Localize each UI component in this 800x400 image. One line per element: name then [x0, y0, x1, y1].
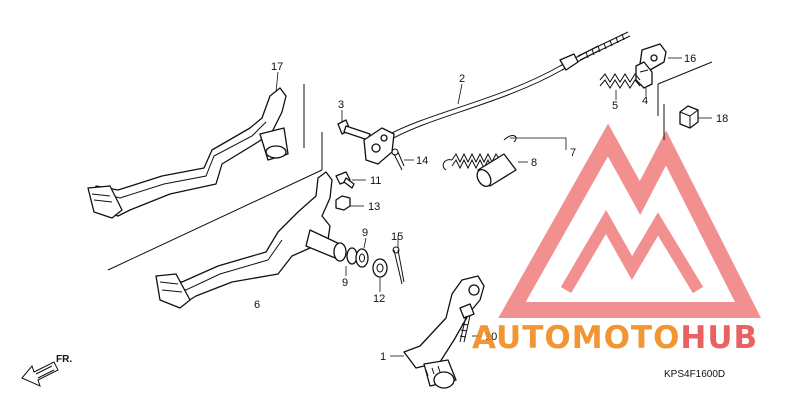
part-17-brake-pedal — [87, 87, 289, 219]
callout-15: 15 — [391, 231, 403, 243]
fr-label: FR. — [56, 354, 72, 365]
part-14-cotter-pin — [391, 148, 405, 171]
watermark-logo — [498, 123, 762, 318]
callout-7: 7 — [570, 147, 576, 159]
diagram-code: KPS4F1600D — [664, 369, 725, 380]
watermark-brand: AUTOMOTOHUB — [472, 320, 758, 356]
callout-14: 14 — [416, 155, 428, 167]
part-4-adjusting-nut — [635, 61, 653, 89]
part-12-washer — [372, 258, 388, 278]
part-10-bolt — [459, 303, 475, 343]
leader-lines — [275, 57, 712, 357]
callout-8: 8 — [531, 157, 537, 169]
callout-4: 4 — [642, 95, 648, 107]
callout-12: 12 — [373, 293, 385, 305]
part-9-washer-b — [355, 248, 369, 268]
part-6-brake-pedal — [155, 171, 347, 309]
part-13-nut — [335, 195, 351, 211]
part-15-cotter-pin — [392, 246, 405, 285]
callout-6: 6 — [254, 299, 260, 311]
callout-11: 11 — [370, 175, 381, 187]
callout-13: 13 — [368, 201, 380, 213]
callout-18: 18 — [716, 113, 728, 125]
brake-arm-bracket — [363, 127, 395, 165]
callout-3: 3 — [338, 99, 344, 111]
callout-1: 1 — [380, 351, 386, 363]
callout-9-upper: 9 — [362, 227, 368, 239]
brand-part-hub: HUB — [680, 320, 758, 356]
callout-2: 2 — [459, 73, 465, 85]
svg-text:AUTOMOTOHUB: AUTOMOTOHUB — [472, 320, 758, 356]
part-18-nut — [679, 105, 699, 129]
callout-5: 5 — [612, 100, 618, 112]
part-5-spring — [599, 73, 641, 89]
divider-lines — [107, 61, 713, 271]
callout-16: 16 — [684, 53, 696, 65]
callout-17: 17 — [271, 61, 283, 73]
callout-9-lower: 9 — [342, 277, 348, 289]
part-8-sleeve — [476, 153, 517, 188]
part-11-bolt — [335, 171, 355, 189]
front-direction-marker: FR. — [21, 354, 72, 387]
callout-10: 10 — [485, 331, 497, 343]
part-2-brake-rod — [385, 31, 631, 141]
brand-part-moto: MOTO — [572, 320, 681, 356]
part-16-joint — [639, 43, 667, 71]
brand-part-auto: AUTO — [472, 320, 572, 356]
callout-labels: 17 2 16 5 4 3 18 7 14 8 11 13 9 15 9 12 … — [254, 53, 728, 363]
part-3-bolt — [337, 119, 371, 141]
part-1-pedal-arm — [403, 275, 485, 389]
